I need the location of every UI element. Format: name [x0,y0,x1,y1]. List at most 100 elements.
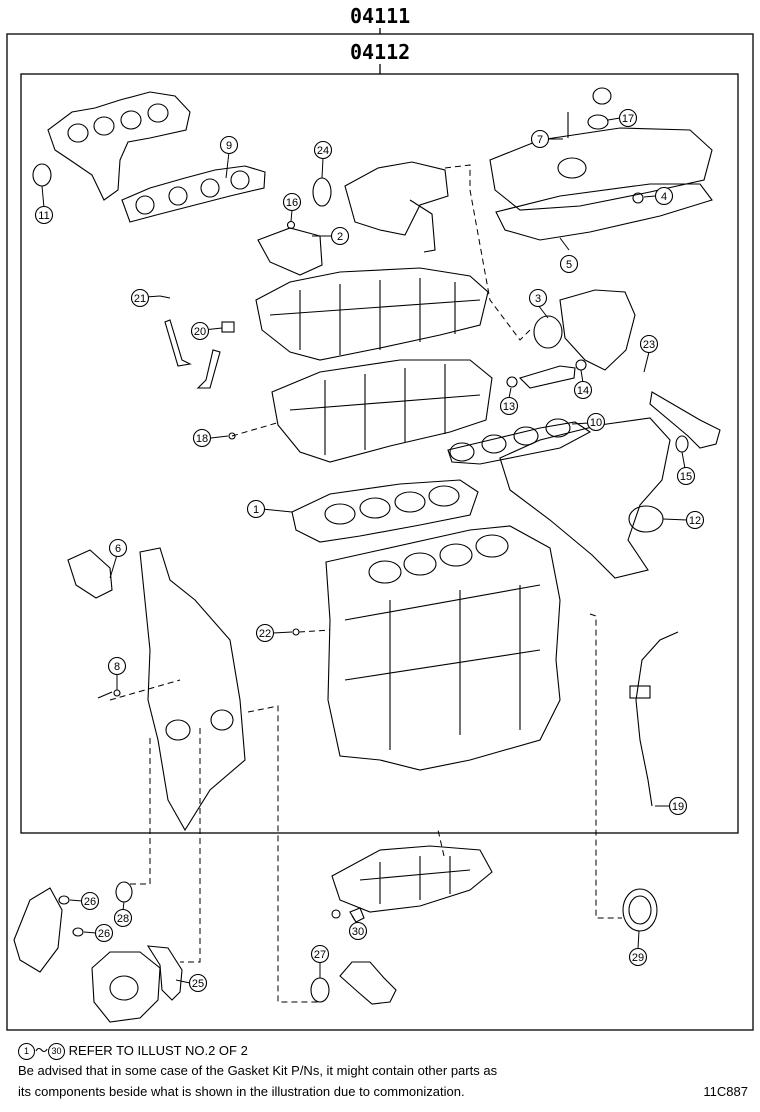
dipstick-tube-drawing [635,631,679,807]
callout-label: 21 [134,293,146,305]
callout-label: 16 [286,197,298,209]
oil-filler-cap-drawing [592,87,612,105]
thermostat-housing-drawing [339,961,397,1005]
callout-label: 29 [632,952,644,964]
diagram-frames [6,28,754,1031]
rear-oil-seal-drawing [622,888,658,932]
intake-manifold-drawing [499,417,671,579]
callout-19: 19 [668,796,688,816]
callout-label: 1 [253,504,259,516]
callout-label: 19 [672,801,684,813]
injector-drawing [518,365,576,389]
callout-30: 30 [348,921,368,941]
gasket-25-drawing [146,945,183,1001]
callout-20: 20 [190,321,210,341]
callout-leaders [41,117,688,984]
exhaust-manifold-gasket-drawing [121,165,266,223]
callout-1: 1 [246,499,266,519]
callout-2: 2 [330,226,350,246]
callout-14: 14 [573,380,593,400]
callout-3: 3 [528,288,548,308]
callout-7: 7 [530,129,550,149]
callout-label: 4 [661,191,667,203]
callout-21: 21 [130,288,150,308]
callout-label: 23 [643,339,655,351]
callout-label: 13 [503,401,515,413]
callout-label: 22 [259,628,271,640]
callout-29: 29 [628,947,648,967]
inner-kit-frame [20,73,739,834]
illustration-id: 11C887 [703,1084,748,1099]
gasket-12-drawing [628,505,664,533]
callout-label: 30 [352,926,364,938]
callout-label: 9 [226,140,232,152]
outer-kit-code: 04111 [350,4,411,28]
advisory-note-line-2: its components beside what is shown in t… [18,1084,465,1099]
part-drawings [13,87,721,1023]
camshaft-housing-drawing [255,267,489,361]
callout-18: 18 [192,428,212,448]
callout-13: 13 [499,396,519,416]
callout-22: 22 [255,623,275,643]
gasket-24-drawing [312,177,332,207]
water-pump-drawing [13,887,63,973]
callout-15: 15 [676,466,696,486]
advisory-note-line-1: Be advised that in some case of the Gask… [18,1063,498,1078]
callout-24: 24 [313,140,333,160]
callout-11: 11 [34,205,54,225]
callout-26-lower: 26 [94,923,114,943]
oil-seal-28-drawing [115,881,133,903]
oil-seal-11-drawing [32,163,52,187]
callout-label: 12 [689,515,701,527]
callout-28: 28 [113,908,133,928]
callout-label: 10 [590,417,602,429]
inner-kit-code: 04112 [350,40,411,64]
water-pipe-drawing [649,391,721,449]
callout-label: 6 [115,543,121,555]
callouts: 11 9 24 16 2 21 20 18 1 22 6 8 3 7 17 4 … [34,108,705,993]
callout-label: 7 [537,134,543,146]
o-ring-27-drawing [310,977,330,1003]
callout-6: 6 [108,538,128,558]
valve-drawing [164,319,221,389]
reference-note: 1～30 REFER TO ILLUST NO.2 OF 2 [18,1040,248,1061]
callout-label: 26 [98,928,110,940]
callout-label: 24 [317,145,329,157]
callout-label: 14 [577,385,589,397]
callout-label: 11 [38,210,49,222]
callout-25: 25 [188,973,208,993]
callout-23: 23 [639,334,659,354]
callout-12: 12 [685,510,705,530]
callout-label: 2 [337,231,343,243]
timing-cover-drawing [139,547,246,832]
callout-5: 5 [559,254,579,274]
callout-label: 25 [192,978,204,990]
callout-9: 9 [219,135,239,155]
egr-valve-drawing [344,161,449,236]
callout-label: 5 [566,259,572,271]
ref-end-callout: 30 [48,1043,66,1061]
valve-cover-drawing [489,127,713,211]
callout-label: 20 [194,326,206,338]
callout-8: 8 [107,656,127,676]
cylinder-block-drawing [325,525,561,771]
callout-label: 18 [196,433,208,445]
callout-27: 27 [310,944,330,964]
drain-plug-drawing [349,907,365,923]
dashed-leaders [109,164,622,1003]
callout-label: 8 [114,661,120,673]
callout-label: 15 [680,471,692,483]
callout-label: 26 [84,896,96,908]
water-outlet-drawing [67,549,113,599]
egr-bracket-drawing [257,227,323,276]
valve-cover-gasket-drawing [495,183,713,241]
callout-label: 17 [622,113,634,125]
oil-pan-drawing [331,845,493,913]
gasket-3-drawing [533,315,563,349]
head-gasket-drawing [291,479,479,543]
ref-text: REFER TO ILLUST NO.2 OF 2 [68,1043,248,1058]
callout-10: 10 [586,412,606,432]
intake-manifold-gasket-drawing [447,421,592,465]
callout-label: 3 [535,293,541,305]
